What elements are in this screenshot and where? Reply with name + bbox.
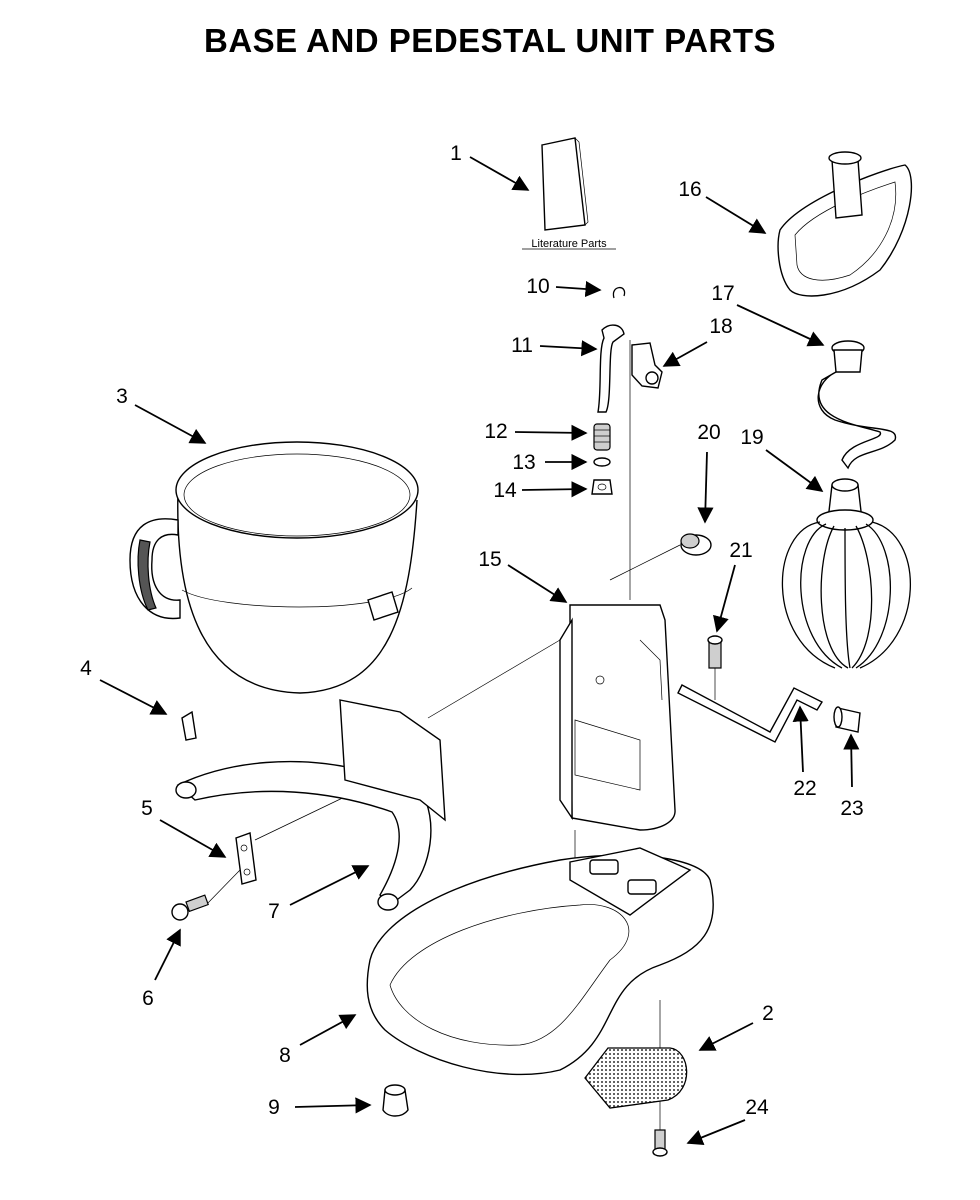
page-title: BASE AND PEDESTAL UNIT PARTS bbox=[204, 22, 776, 59]
label-20: 20 bbox=[697, 421, 720, 444]
screw-6 bbox=[171, 894, 209, 921]
base-pad bbox=[584, 1047, 688, 1109]
label-6: 6 bbox=[142, 987, 154, 1010]
label-17: 17 bbox=[711, 282, 734, 305]
label-7: 7 bbox=[268, 900, 280, 923]
literature-parts: Literature Parts bbox=[522, 137, 616, 250]
literature-label: Literature Parts bbox=[531, 238, 607, 250]
dough-hook bbox=[817, 340, 897, 470]
label-21: 21 bbox=[729, 539, 752, 562]
label-1: 1 bbox=[450, 142, 462, 165]
label-13: 13 bbox=[512, 451, 535, 474]
crank-handle bbox=[677, 684, 861, 743]
leader-arrows bbox=[99, 156, 860, 1146]
mixing-bowl bbox=[129, 441, 419, 694]
label-19: 19 bbox=[740, 426, 763, 449]
latch-part bbox=[631, 342, 663, 389]
label-22: 22 bbox=[793, 777, 816, 800]
part-number-labels: 1 2 3 4 5 6 7 8 9 10 11 12 13 14 15 16 1… bbox=[80, 142, 864, 1119]
label-8: 8 bbox=[279, 1044, 291, 1067]
hinge-pin-parts bbox=[597, 286, 626, 413]
label-23: 23 bbox=[840, 797, 863, 820]
label-4: 4 bbox=[80, 657, 92, 680]
label-5: 5 bbox=[141, 797, 153, 820]
flat-beater bbox=[777, 151, 913, 297]
bowl-pin bbox=[181, 710, 197, 741]
label-15: 15 bbox=[478, 548, 501, 571]
screw-21 bbox=[707, 635, 723, 669]
bowl-support bbox=[175, 699, 446, 911]
base bbox=[366, 847, 714, 1076]
label-3: 3 bbox=[116, 385, 128, 408]
label-16: 16 bbox=[678, 178, 701, 201]
spring-washer-nut bbox=[591, 423, 613, 495]
label-18: 18 bbox=[709, 315, 732, 338]
label-14: 14 bbox=[493, 479, 517, 502]
wire-whip bbox=[781, 478, 911, 669]
foot bbox=[382, 1084, 409, 1117]
label-9: 9 bbox=[268, 1096, 280, 1119]
screw-24 bbox=[652, 1129, 668, 1157]
pedestal-column bbox=[559, 604, 676, 831]
label-24: 24 bbox=[745, 1096, 769, 1119]
knob bbox=[680, 533, 712, 556]
label-12: 12 bbox=[484, 420, 507, 443]
label-2: 2 bbox=[762, 1002, 774, 1025]
bracket-plate bbox=[235, 832, 257, 885]
label-10: 10 bbox=[526, 275, 549, 298]
label-11: 11 bbox=[511, 334, 533, 357]
